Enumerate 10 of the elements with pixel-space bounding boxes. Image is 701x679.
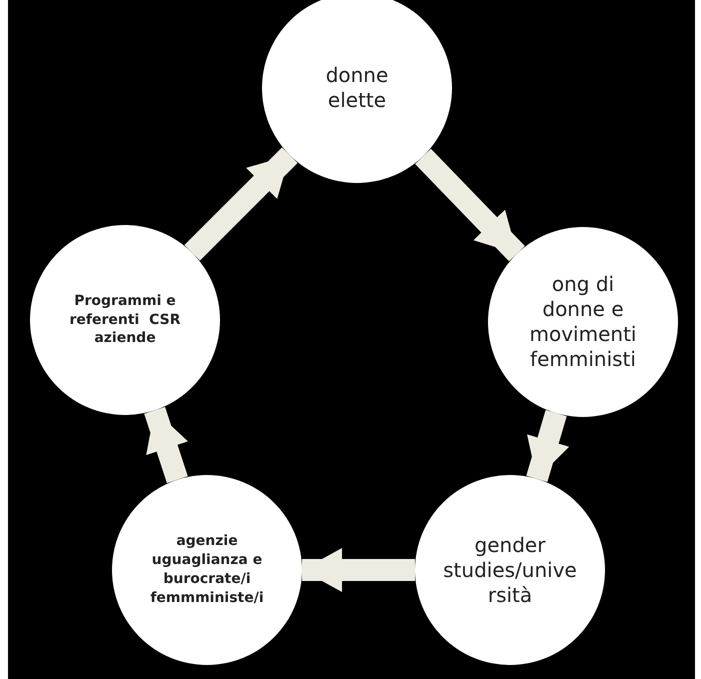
node-label: donne elette bbox=[324, 63, 390, 113]
node-label: gender studies/università bbox=[442, 532, 578, 608]
block-arrow bbox=[302, 548, 415, 592]
node-label: Programmi e referenti CSR aziende bbox=[68, 292, 182, 348]
block-arrow bbox=[415, 148, 525, 262]
block-arrow bbox=[144, 406, 188, 484]
block-arrow bbox=[526, 410, 570, 482]
node-label: agenzie uguaglianza e burocrate/i femmministe/i bbox=[149, 532, 265, 608]
node-label: ong di donne e movimenti femministi bbox=[528, 272, 638, 372]
block-arrow bbox=[184, 147, 298, 261]
